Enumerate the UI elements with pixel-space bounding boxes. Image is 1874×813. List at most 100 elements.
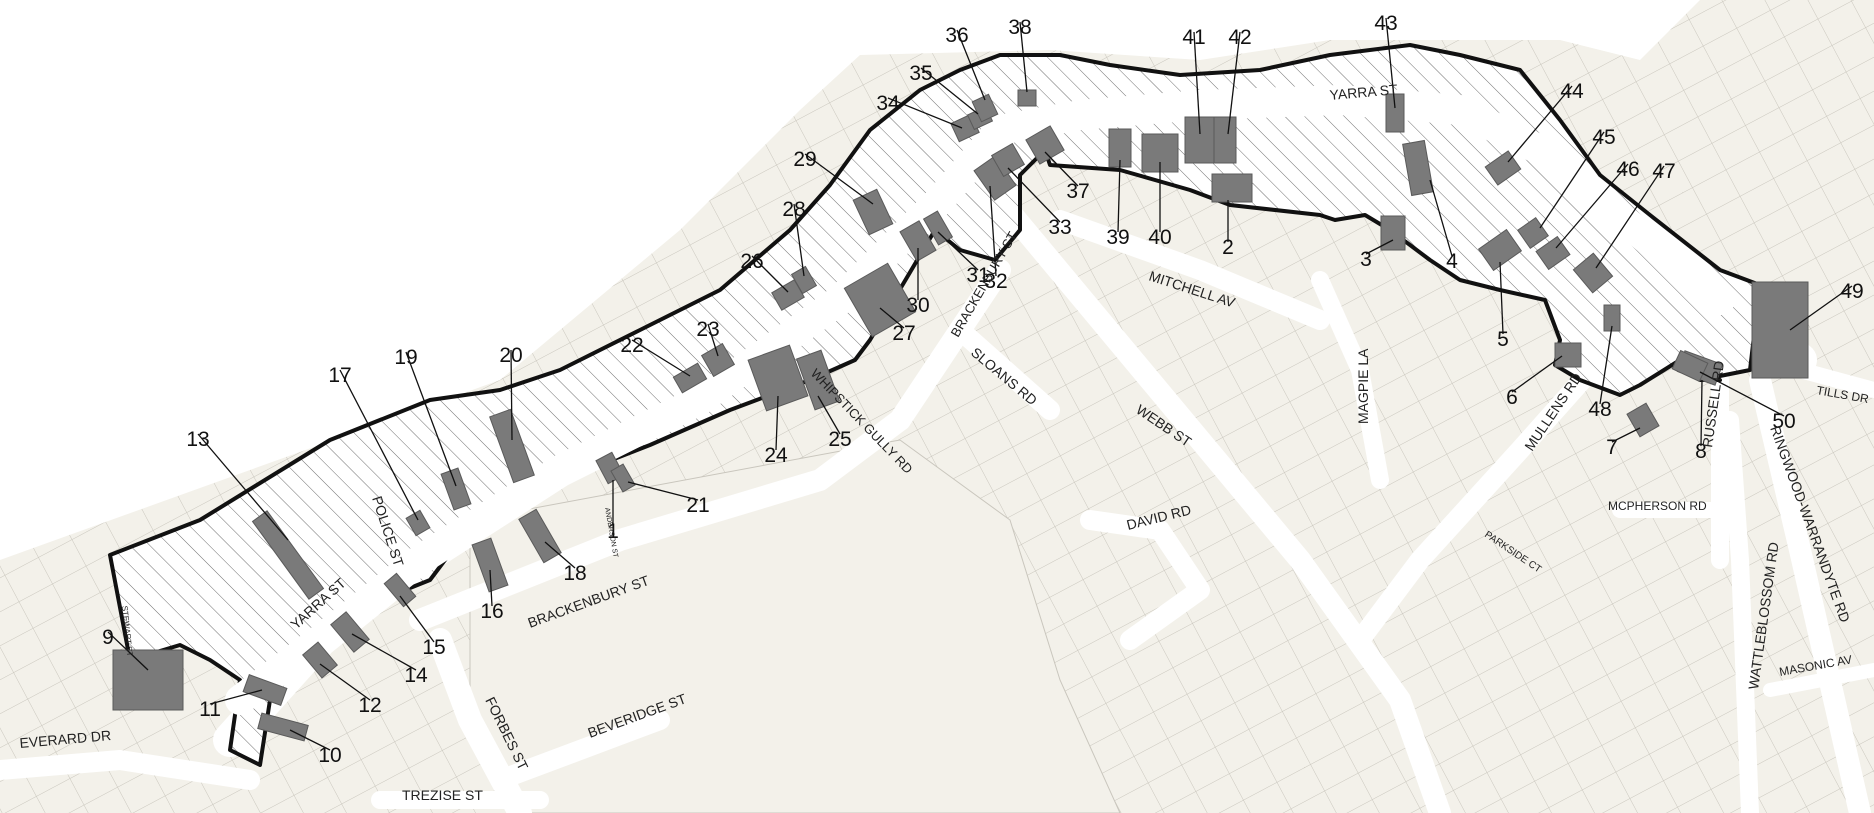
site-leader-line-49 bbox=[1789, 285, 1853, 331]
site-number-34: 34 bbox=[876, 92, 900, 115]
site-leader-line-37 bbox=[1044, 151, 1079, 187]
site-leader-line-42 bbox=[1227, 31, 1241, 135]
north-east-land bbox=[1690, 10, 1874, 380]
site-number-19: 19 bbox=[394, 346, 417, 369]
site-leader-line-9 bbox=[107, 631, 149, 671]
site-leader-line-22 bbox=[631, 339, 691, 377]
site-number-48: 48 bbox=[1588, 398, 1611, 421]
heritage-site-9 bbox=[112, 649, 184, 711]
site-leader-line-47 bbox=[1595, 165, 1665, 269]
site-leader-line-35 bbox=[920, 67, 979, 115]
site-leader-line-27 bbox=[879, 307, 905, 329]
site-leader-line-29 bbox=[804, 153, 874, 205]
site-number-37: 37 bbox=[1066, 180, 1089, 203]
heritage-site-22 bbox=[672, 362, 708, 394]
site-number-24: 24 bbox=[764, 444, 788, 467]
heritage-site-31 bbox=[922, 210, 954, 246]
heritage-site-7 bbox=[1626, 402, 1660, 438]
heritage-site-45 bbox=[1516, 216, 1550, 250]
site-leader-line-13 bbox=[197, 433, 289, 541]
heritage-site-2 bbox=[1211, 173, 1253, 203]
site-number-2: 2 bbox=[1222, 236, 1234, 259]
road-label-trezise: TREZISE ST bbox=[402, 787, 483, 803]
heritage-site-18 bbox=[518, 508, 562, 564]
site-leader-line-36 bbox=[956, 29, 986, 101]
site-number-12: 12 bbox=[358, 694, 381, 717]
heritage-site-27 bbox=[843, 262, 917, 338]
road-webb-st bbox=[989, 189, 1451, 813]
site-leader-line-18 bbox=[544, 541, 576, 569]
road-beveridge-st bbox=[490, 710, 670, 790]
heritage-site-48 bbox=[1603, 304, 1621, 332]
site-leader-line-21 bbox=[627, 481, 699, 501]
site-leader-line-43 bbox=[1385, 17, 1396, 109]
site-leader-line-31 bbox=[937, 231, 979, 271]
north-white-area bbox=[0, 0, 1874, 560]
heritage-site-47 bbox=[1572, 252, 1614, 294]
site-number-39: 39 bbox=[1106, 226, 1129, 249]
site-leader-line-8 bbox=[1700, 379, 1703, 447]
site-number-49: 49 bbox=[1840, 280, 1863, 303]
site-number-11: 11 bbox=[199, 698, 221, 721]
road-sloans-rd bbox=[950, 320, 1060, 420]
site-leader-line-41 bbox=[1193, 31, 1201, 135]
site-leader-line-33 bbox=[1007, 167, 1061, 223]
heritage-site-46 bbox=[1535, 235, 1571, 271]
site-number-28: 28 bbox=[782, 198, 805, 221]
site-number-23: 23 bbox=[696, 318, 719, 341]
site-number-21: 21 bbox=[686, 494, 709, 517]
site-number-16: 16 bbox=[480, 600, 503, 623]
heritage-site-13 bbox=[251, 510, 325, 600]
road-wattleblossom-rd bbox=[1721, 411, 1759, 813]
road-david-rd bbox=[1080, 510, 1210, 650]
heritage-site-20 bbox=[489, 408, 535, 484]
site-leader-line-48 bbox=[1599, 325, 1613, 405]
site-number-42: 42 bbox=[1228, 26, 1251, 49]
site-number-5: 5 bbox=[1497, 328, 1509, 351]
site-number-40: 40 bbox=[1148, 226, 1171, 249]
site-number-7: 7 bbox=[1606, 436, 1618, 459]
site-leader-line-20 bbox=[510, 349, 513, 441]
site-leader-line-39 bbox=[1117, 159, 1121, 233]
road-mullens-rd bbox=[1350, 350, 1610, 650]
site-leader-line-34 bbox=[887, 97, 963, 129]
heritage-site-17 bbox=[405, 509, 431, 537]
heritage-site-43 bbox=[1385, 93, 1405, 133]
site-number-38: 38 bbox=[1008, 16, 1031, 39]
site-leader-line-14 bbox=[351, 633, 417, 671]
site-leader-line-11 bbox=[209, 689, 263, 705]
site-leader-line-32 bbox=[989, 185, 997, 277]
site-leader-line-16 bbox=[489, 569, 493, 607]
road-masonic-av bbox=[1763, 663, 1874, 697]
heritage-site-19 bbox=[440, 467, 472, 511]
heritage-site-6 bbox=[1554, 342, 1582, 368]
site-number-1: 1 bbox=[607, 520, 619, 543]
heritage-site-37 bbox=[1025, 125, 1065, 165]
site-number-31: 31 bbox=[966, 264, 989, 287]
heritage-site-14 bbox=[330, 611, 370, 653]
site-number-26: 26 bbox=[740, 250, 763, 273]
road-everard-dr bbox=[0, 750, 260, 790]
site-number-50: 50 bbox=[1772, 410, 1795, 433]
site-number-45: 45 bbox=[1592, 126, 1615, 149]
site-number-18: 18 bbox=[563, 562, 586, 585]
road-ringwood-warrandyte-rd bbox=[1749, 369, 1871, 813]
road-yarra-st-overlay bbox=[225, 85, 1735, 715]
site-leader-line-4 bbox=[1429, 179, 1453, 257]
site-number-9: 9 bbox=[102, 626, 114, 649]
heritage-site-44 bbox=[1484, 150, 1522, 186]
site-number-32: 32 bbox=[984, 270, 1007, 293]
road-label-magpie: MAGPIE LA bbox=[1355, 348, 1371, 424]
heritage-site-29 bbox=[852, 188, 894, 236]
site-leader-line-50 bbox=[1699, 371, 1785, 417]
site-number-10: 10 bbox=[318, 744, 341, 767]
site-leader-line-5 bbox=[1499, 261, 1504, 335]
heritage-site-49 bbox=[1751, 281, 1809, 379]
road-mitchell-av bbox=[1050, 210, 1330, 330]
heritage-site-11 bbox=[242, 674, 288, 706]
site-number-13: 13 bbox=[186, 428, 209, 451]
heritage-site-16 bbox=[471, 537, 509, 593]
site-number-35: 35 bbox=[909, 62, 932, 85]
